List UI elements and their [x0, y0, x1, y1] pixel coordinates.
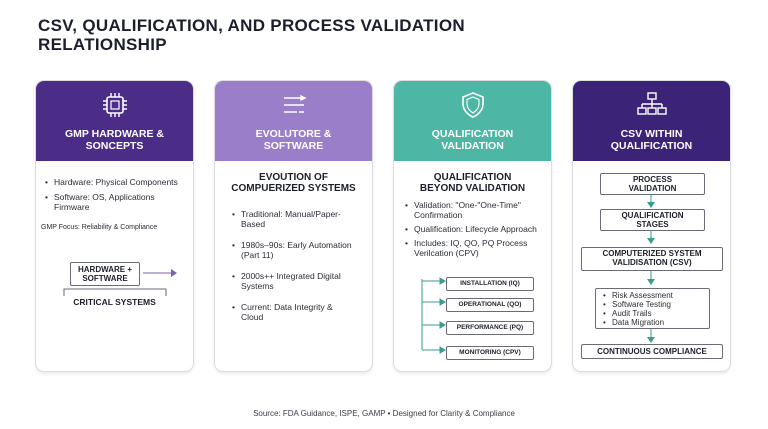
arrow-down-icon [647, 329, 655, 343]
focus-note: GMP Focus: Reliability & Compliance [41, 224, 158, 231]
title-line-1: CSV, QUALIFICATION, AND PROCESS VALIDATI… [38, 16, 465, 35]
list-item: Traditional: Manual/Paper-Based [231, 209, 356, 229]
card-heading: GMP HARDWARE &SONCEPTS [65, 128, 164, 152]
list-item: Risk Assessment [602, 291, 707, 300]
arrow-down-icon [647, 230, 655, 244]
list-item: Validation: "One-"One-Time" Confirmation [404, 200, 544, 220]
stage-connector [421, 277, 446, 354]
flow-step-continuous-compliance: CONTINUOUS COMPLIANCE [581, 344, 723, 359]
card-gmp-hardware: GMP HARDWARE &SONCEPTS Hardware: Physica… [36, 81, 193, 371]
list-item: Audit Trails [602, 309, 707, 318]
hardware-software-box: HARDWARE +SOFTWARE [70, 262, 140, 286]
list-item: Current: Data Integrity & Cloud [231, 302, 356, 322]
list-item: Qualification: Lifecycle Approach [404, 224, 544, 234]
stage-box: INSTALLATION (IQ) [446, 277, 534, 291]
stage-box: PERFORMANCE (PQ) [446, 321, 534, 335]
stage-box: OPERATIONAL (QO) [446, 298, 534, 312]
bullet-list: Hardware: Physical Components Software: … [44, 177, 189, 212]
activity-list: Risk Assessment Software Testing Audit T… [602, 291, 707, 327]
csv-activities-box: Risk Assessment Software Testing Audit T… [595, 288, 710, 329]
arrow-down-icon [647, 194, 655, 208]
shield-icon [461, 92, 484, 118]
page-title: CSV, QUALIFICATION, AND PROCESS VALIDATI… [38, 16, 465, 54]
card-heading: EVOLUTORE &SOFTWARE [255, 128, 332, 152]
list-item: 1980s–90s: Early Automation (Part 11) [231, 240, 356, 260]
title-line-2: RELATIONSHIP [38, 35, 167, 54]
org-chart-icon [636, 92, 667, 115]
bracket-line [63, 288, 167, 296]
arrow-down-icon [647, 271, 655, 285]
list-item: 2000s++ Integrated Digital Systems [231, 271, 356, 291]
critical-systems-label: CRITICAL SYSTEMS [73, 297, 156, 307]
card-header: EVOLUTORE &SOFTWARE [215, 81, 372, 161]
bullet-list: Traditional: Manual/Paper-Based 1980s–90… [231, 209, 356, 322]
lines-icon [283, 94, 307, 113]
stage-box: MONITORING (CPV) [446, 346, 534, 360]
arrow-right-icon [143, 269, 177, 277]
list-item: Data Migration [602, 318, 707, 327]
list-item: Hardware: Physical Components [44, 177, 189, 187]
chip-icon [102, 93, 127, 117]
list-item: Software: OS, Applications Firmware [44, 192, 189, 212]
card-header: GMP HARDWARE &SONCEPTS [36, 81, 193, 161]
source-footer: Source: FDA Guidance, ISPE, GAMP • Desig… [253, 409, 515, 418]
bullet-list: Validation: "One-"One-Time" Confirmation… [404, 200, 544, 258]
list-item: Includes: IQ, QO, PQ Process Verilcation… [404, 238, 544, 258]
list-item: Software Testing [602, 300, 707, 309]
